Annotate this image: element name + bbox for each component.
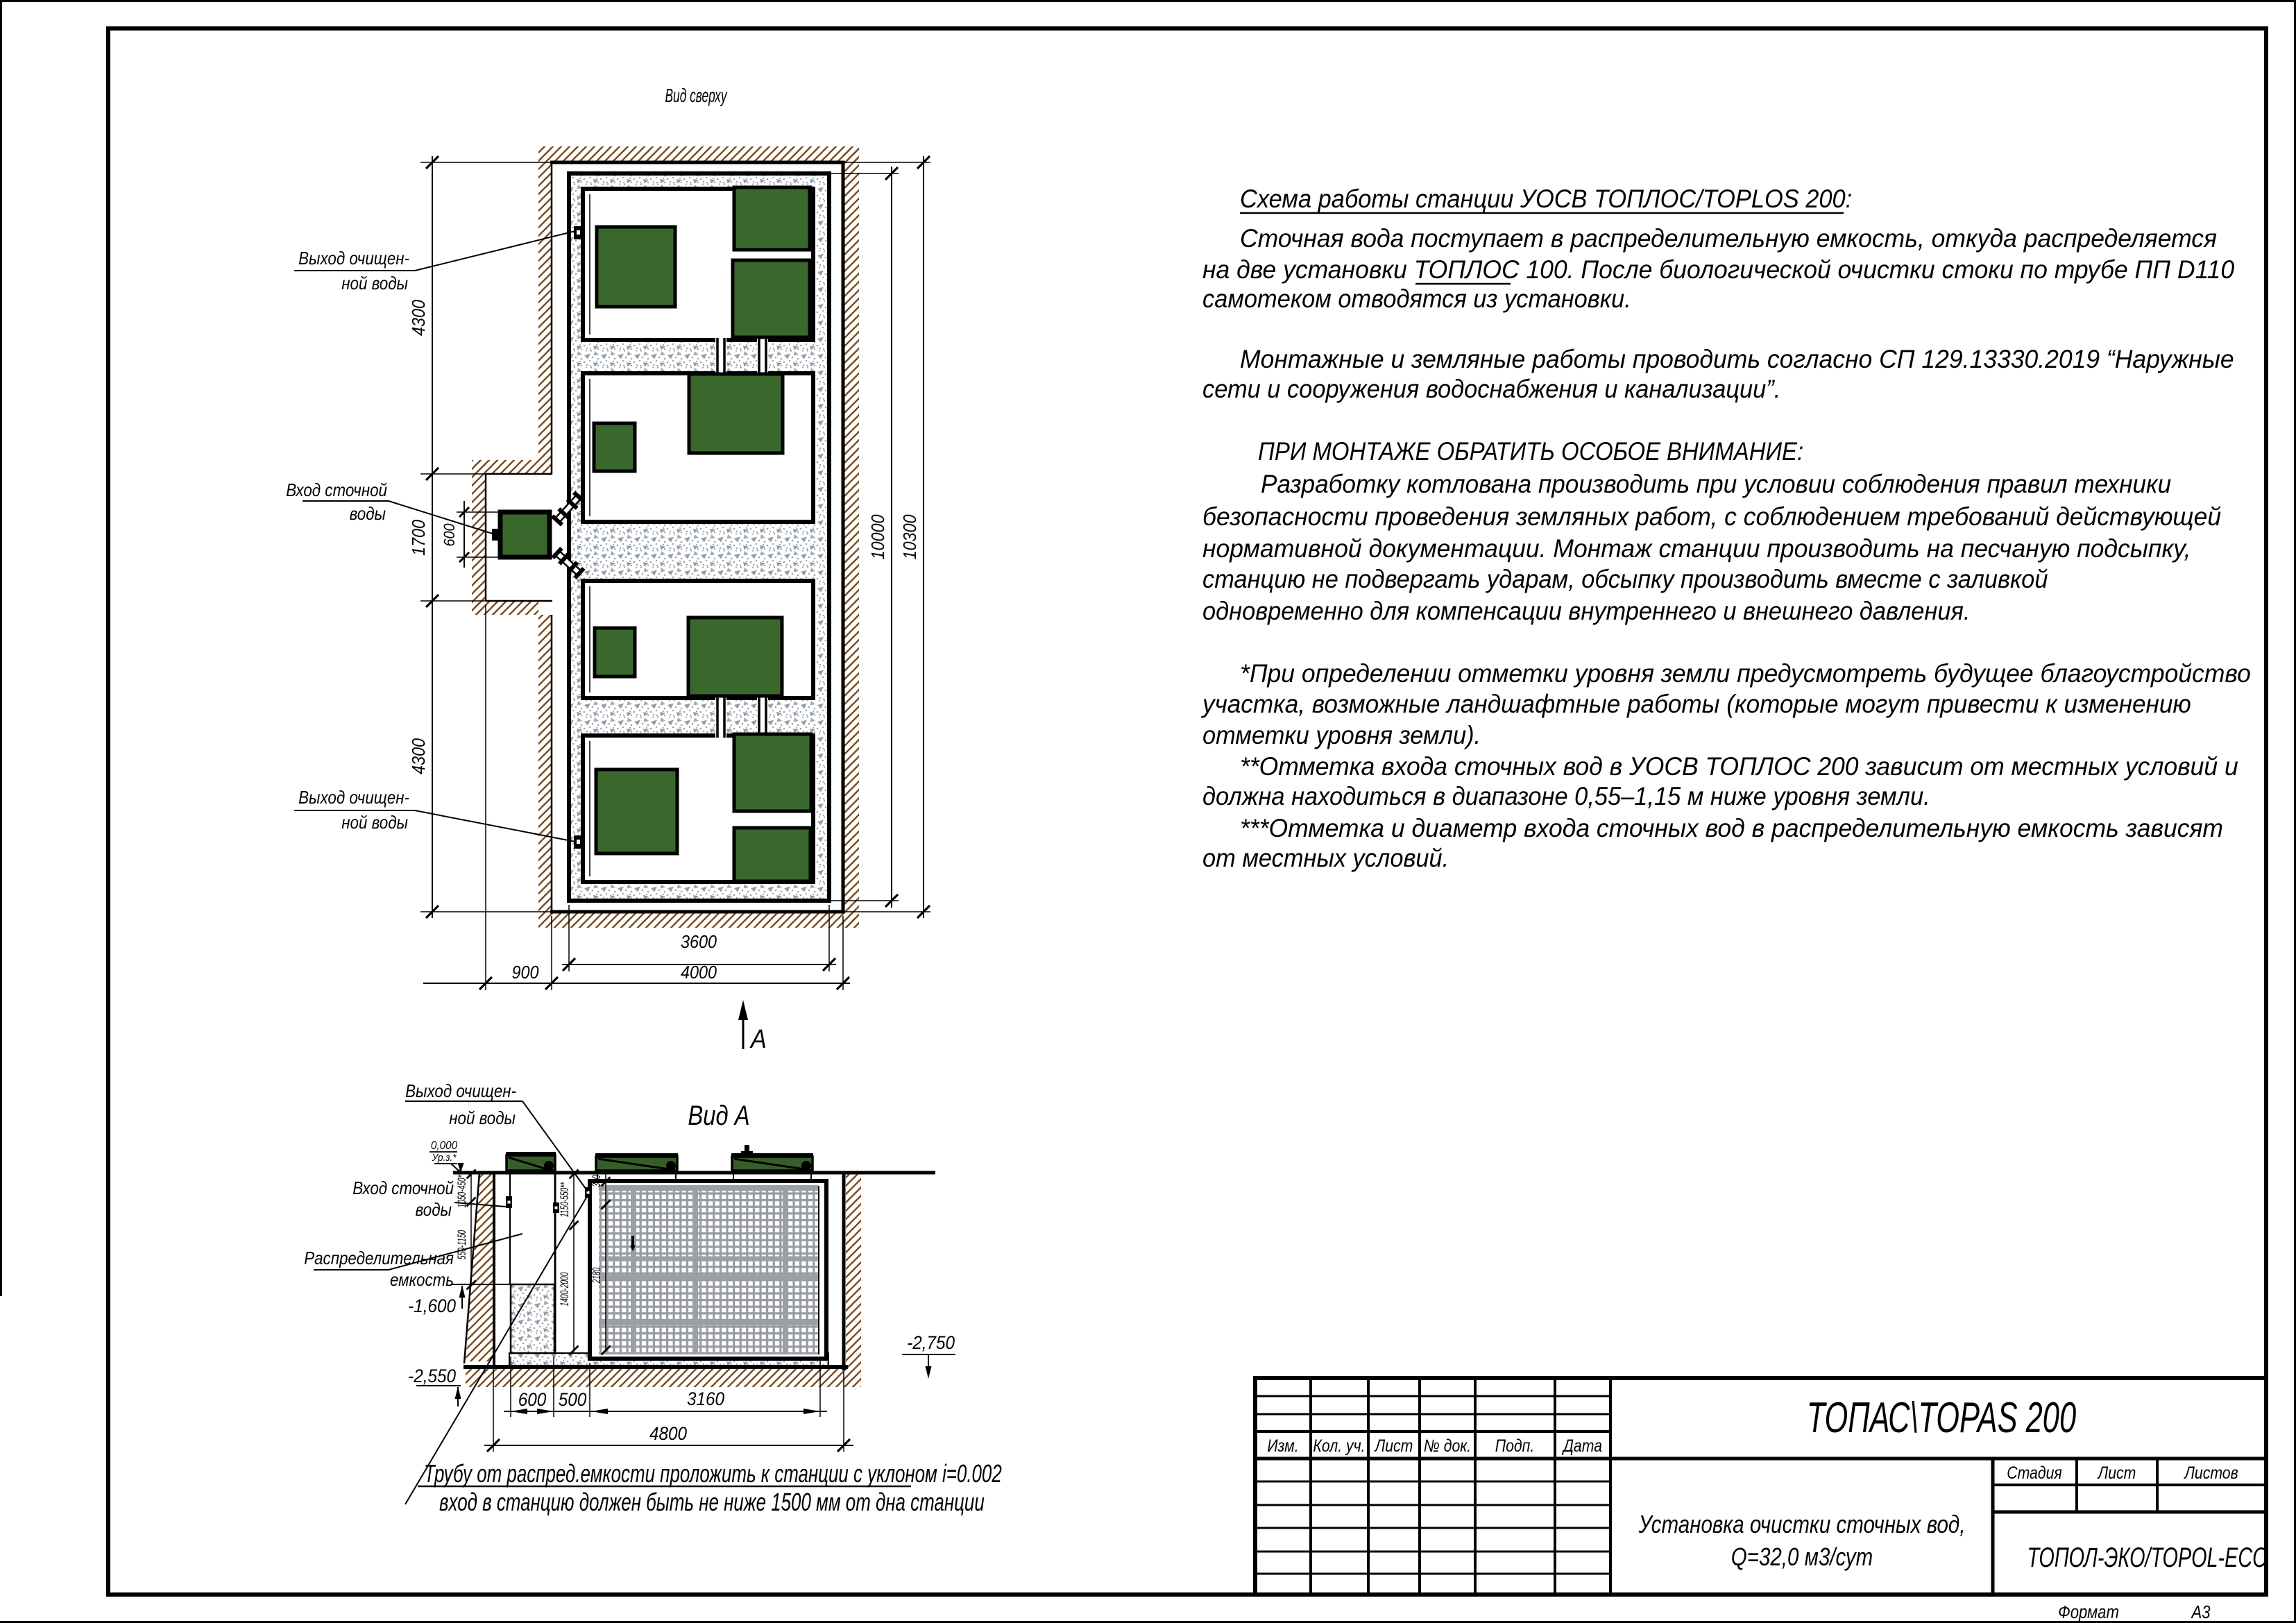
svg-text:0,000: 0,000: [431, 1139, 457, 1152]
svg-text:№ док.: № док.: [1424, 1436, 1471, 1455]
svg-text:безопасности проведения землян: безопасности проведения земляных работ, …: [1202, 502, 2221, 531]
svg-text:Выход очищен-: Выход очищен-: [298, 788, 409, 808]
svg-text:-2,750: -2,750: [907, 1333, 955, 1353]
svg-text:Q=32,0 м3/сут: Q=32,0 м3/сут: [1731, 1543, 1873, 1570]
svg-text:Изм.: Изм.: [1267, 1436, 1298, 1455]
svg-text:1050-450***: 1050-450***: [454, 1169, 468, 1207]
svg-text:***Отметка и диаметр входа сто: ***Отметка и диаметр входа сточных вод в…: [1240, 813, 2223, 842]
svg-text:Лист: Лист: [2097, 1463, 2136, 1482]
svg-text:Листов: Листов: [2183, 1463, 2238, 1482]
svg-text:А: А: [749, 1023, 767, 1053]
svg-text:3160: 3160: [687, 1389, 725, 1409]
svg-text:Подп.: Подп.: [1495, 1436, 1535, 1455]
svg-text:воды: воды: [416, 1200, 452, 1220]
svg-text:Разработку котлована производи: Разработку котлована производить при усл…: [1261, 469, 2171, 498]
svg-text:Вид сверху: Вид сверху: [665, 85, 727, 106]
svg-text:Вход сточной: Вход сточной: [352, 1178, 454, 1198]
svg-text:ТОПАС\TOPAS 200: ТОПАС\TOPAS 200: [1807, 1395, 2076, 1442]
svg-text:10000: 10000: [869, 514, 888, 559]
svg-text:ПРИ МОНТАЖЕ ОБРАТИТЬ ОСОБОЕ ВН: ПРИ МОНТАЖЕ ОБРАТИТЬ ОСОБОЕ ВНИМАНИЕ:: [1258, 437, 1803, 466]
svg-text:Схема работы станции УОСВ ТОПЛ: Схема работы станции УОСВ ТОПЛОС/TOPLOS …: [1240, 185, 1852, 213]
svg-text:10300: 10300: [901, 514, 920, 559]
svg-text:самотеком отводятся из установ: самотеком отводятся из установки.: [1202, 284, 1631, 313]
svg-text:Вход сточной: Вход сточной: [286, 480, 387, 500]
svg-text:воды: воды: [350, 504, 386, 524]
svg-text:сети и сооружения водоснабжени: сети и сооружения водоснабжения и канали…: [1202, 375, 1780, 403]
svg-text:Вид А: Вид А: [688, 1100, 749, 1131]
svg-text:900: 900: [511, 963, 538, 983]
svg-text:Выход очищен-: Выход очищен-: [405, 1081, 516, 1101]
svg-text:1700: 1700: [409, 520, 429, 556]
svg-text:Монтажные и земляные работы пр: Монтажные и земляные работы проводить со…: [1240, 344, 2234, 373]
svg-text:должна находиться в диапазоне: должна находиться в диапазоне 0,55–1,15 …: [1202, 782, 1930, 810]
svg-text:Ур.з.*: Ур.з.*: [432, 1152, 457, 1164]
svg-text:4300: 4300: [409, 300, 429, 336]
svg-text:отметки уровня земли).: отметки уровня земли).: [1202, 721, 1481, 749]
svg-text:500: 500: [559, 1390, 587, 1410]
svg-text:Сточная вода поступает в распр: Сточная вода поступает в распределительн…: [1240, 223, 2217, 253]
svg-text:-2,550: -2,550: [408, 1366, 457, 1386]
svg-text:600: 600: [518, 1390, 547, 1410]
svg-text:Кол. уч.: Кол. уч.: [1313, 1436, 1365, 1455]
svg-text:Трубу от распред.емкости проло: Трубу от распред.емкости проложить к ста…: [424, 1460, 1002, 1488]
svg-text:одновременно для компенсации в: одновременно для компенсации внутреннего…: [1202, 597, 1970, 625]
svg-text:-1,600: -1,600: [408, 1296, 457, 1316]
svg-text:вход в станцию должен быть не: вход в станцию должен быть не ниже 1500 …: [439, 1488, 985, 1516]
svg-text:4300: 4300: [409, 738, 429, 774]
svg-text:**Отметка входа сточных вод в: **Отметка входа сточных вод в УОСВ ТОПЛО…: [1240, 751, 2238, 781]
svg-text:1400-2000: 1400-2000: [557, 1272, 570, 1306]
svg-text:станцию не подвергать ударам,: станцию не подвергать ударам, обсыпку пр…: [1202, 565, 2048, 593]
svg-text:ной воды: ной воды: [449, 1108, 516, 1128]
svg-text:ной воды: ной воды: [341, 273, 408, 294]
svg-text:4800: 4800: [649, 1424, 688, 1444]
svg-text:Лист: Лист: [1374, 1436, 1413, 1455]
svg-text:ТОПОЛ-ЭКО/TOPOL-ECO: ТОПОЛ-ЭКО/TOPOL-ECO: [2027, 1542, 2268, 1573]
svg-text:ной воды: ной воды: [341, 813, 408, 833]
svg-text:Формат: Формат: [2058, 1602, 2119, 1622]
svg-text:4000: 4000: [681, 963, 717, 983]
svg-text:1150-550**: 1150-550**: [557, 1182, 570, 1217]
svg-text:370: 370: [589, 1175, 602, 1187]
svg-text:Установка очистки сточных вод,: Установка очистки сточных вод,: [1638, 1510, 1966, 1538]
svg-text:550-1150: 550-1150: [454, 1230, 468, 1259]
svg-text:2180: 2180: [589, 1268, 602, 1284]
svg-text:3600: 3600: [681, 933, 717, 952]
svg-text:600: 600: [441, 523, 458, 546]
svg-text:*При определении отметки уровн: *При определении отметки уровня земли пр…: [1240, 658, 2251, 688]
svg-text:емкость: емкость: [390, 1270, 454, 1290]
svg-text:от местных условий.: от местных условий.: [1202, 844, 1449, 872]
svg-text:нормативной документации. Монт: нормативной документации. Монтаж станции…: [1202, 534, 2191, 563]
svg-text:А3: А3: [2191, 1602, 2211, 1622]
svg-text:участка, возможные ландшафтные: участка, возможные ландшафтные работы (к…: [1200, 689, 2191, 718]
svg-text:Выход очищен-: Выход очищен-: [298, 248, 409, 269]
svg-text:Дата: Дата: [1561, 1436, 1602, 1455]
svg-text:Стадия: Стадия: [2007, 1463, 2061, 1482]
svg-text:на две установки ТОПЛОС 100. П: на две установки ТОПЛОС 100. После биоло…: [1202, 255, 2234, 284]
